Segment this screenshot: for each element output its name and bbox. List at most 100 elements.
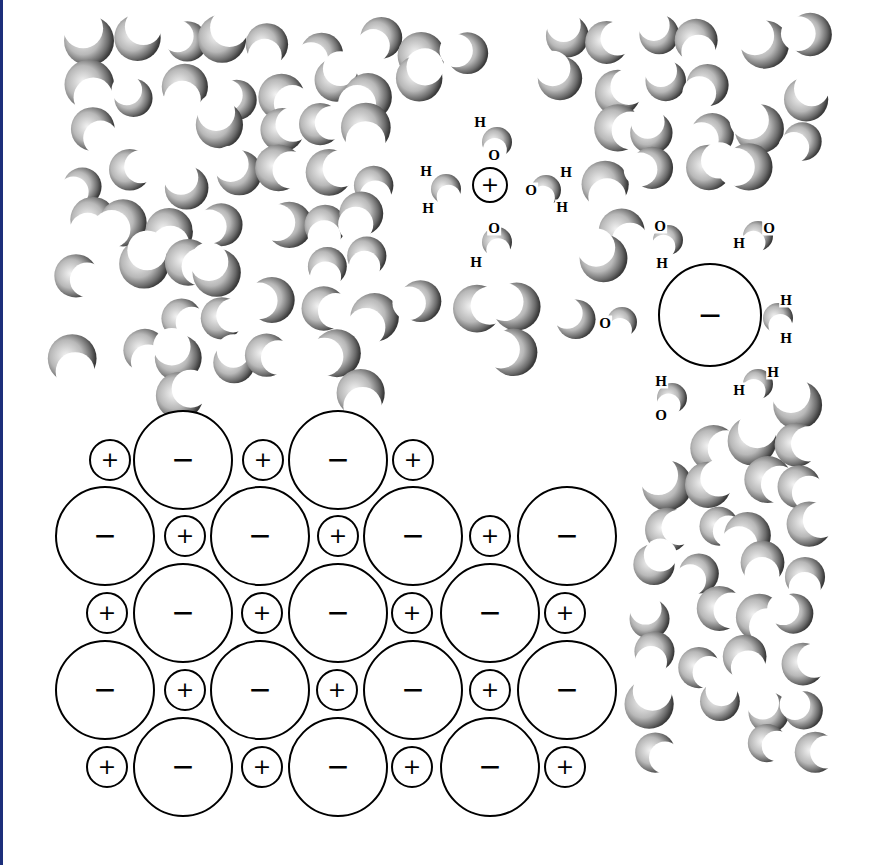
cation-circle: + xyxy=(86,746,128,788)
molecule-highlight xyxy=(56,352,95,391)
atom-label: O xyxy=(598,316,612,331)
cation-circle: + xyxy=(164,515,206,557)
atom-label: O xyxy=(654,408,668,423)
molecule-highlight xyxy=(217,334,250,367)
water-molecule xyxy=(246,23,288,73)
molecule-highlight xyxy=(791,426,826,461)
water-molecule xyxy=(258,202,312,248)
molecule-highlight xyxy=(551,297,583,329)
water-molecule xyxy=(192,203,242,246)
water-molecule xyxy=(630,105,672,154)
water-molecule xyxy=(638,9,679,54)
ion-charge: + xyxy=(328,679,346,701)
ion-charge: + xyxy=(481,679,499,701)
ion-charge: + xyxy=(176,525,194,547)
water-molecule xyxy=(439,32,488,74)
anion-circle: − xyxy=(288,563,388,663)
cation-circle: + xyxy=(391,746,433,788)
atom-label: H xyxy=(473,115,487,130)
water-molecule xyxy=(633,539,677,586)
molecule-highlight xyxy=(153,328,191,366)
water-molecule xyxy=(338,192,383,242)
molecule-highlight xyxy=(172,370,210,408)
water-molecule xyxy=(299,103,349,145)
molecule-highlight xyxy=(212,146,248,182)
molecule-highlight xyxy=(535,51,570,86)
molecule-highlight xyxy=(638,9,670,41)
anion-circle: − xyxy=(440,563,540,663)
atom-label: H xyxy=(655,256,669,271)
atom-label: H xyxy=(779,331,793,346)
molecule-highlight xyxy=(717,148,755,186)
ion-charge: + xyxy=(481,525,499,547)
molecule-highlight xyxy=(700,460,737,497)
molecule-highlight xyxy=(482,331,520,369)
ion-charge: − xyxy=(93,522,116,550)
molecule-highlight xyxy=(439,34,472,67)
anion-circle: − xyxy=(210,486,310,586)
water-molecule xyxy=(190,242,241,296)
cation-circle: + xyxy=(242,439,284,481)
ion-charge: − xyxy=(93,676,116,704)
molecule-highlight xyxy=(197,93,235,131)
water-molecule xyxy=(245,334,296,377)
ion-charge: − xyxy=(478,599,501,627)
cation-circle: + xyxy=(544,592,586,634)
atom-label: H xyxy=(555,200,569,215)
molecule-highlight xyxy=(486,238,510,262)
molecule-highlight xyxy=(63,8,103,48)
molecule-highlight xyxy=(762,731,793,762)
ion-charge: − xyxy=(555,676,578,704)
water-molecule xyxy=(577,228,628,282)
cation-circle: + xyxy=(472,167,509,204)
anion-circle: − xyxy=(363,640,463,740)
water-molecule xyxy=(741,541,785,592)
molecule-highlight xyxy=(645,55,677,87)
water-molecule xyxy=(196,93,243,148)
molecule-highlight xyxy=(638,455,678,495)
ion-charge: − xyxy=(248,676,271,704)
molecule-highlight xyxy=(746,687,779,720)
water-molecule xyxy=(795,732,843,773)
water-molecule xyxy=(630,593,670,639)
atom-label: H xyxy=(766,365,780,380)
water-molecule xyxy=(787,502,839,547)
water-molecule xyxy=(212,146,261,196)
water-molecule xyxy=(163,160,208,210)
water-molecule xyxy=(535,51,582,101)
ion-charge: − xyxy=(401,522,424,550)
water-molecule xyxy=(302,286,354,330)
molecule-highlight xyxy=(273,151,311,189)
molecule-highlight xyxy=(794,71,829,106)
ion-charge: − xyxy=(401,676,424,704)
anion-circle: − xyxy=(517,640,617,740)
molecule-highlight xyxy=(738,409,777,448)
water-molecule xyxy=(551,297,596,339)
water-molecule xyxy=(717,143,773,190)
ion-charge: − xyxy=(326,446,349,474)
water-molecule xyxy=(241,277,295,323)
ion-charge: + xyxy=(403,756,421,778)
anion-circle: − xyxy=(133,410,233,510)
molecule-highlight xyxy=(767,593,799,625)
water-molecule xyxy=(767,593,813,634)
molecule-highlight xyxy=(797,643,831,677)
cation-circle: + xyxy=(469,669,511,711)
water-molecule xyxy=(700,674,740,721)
molecule-highlight xyxy=(93,210,131,248)
water-molecule xyxy=(582,161,629,216)
molecule-highlight xyxy=(127,230,167,270)
water-molecule xyxy=(781,13,832,56)
water-molecule xyxy=(48,334,97,391)
water-molecule xyxy=(748,724,792,762)
molecule-highlight xyxy=(485,283,523,321)
molecule-highlight xyxy=(124,150,157,183)
ion-charge: − xyxy=(326,753,349,781)
cation-circle: + xyxy=(469,515,511,557)
molecule-highlight xyxy=(624,153,658,187)
water-molecule xyxy=(54,254,104,297)
molecule-highlight xyxy=(771,374,810,413)
water-molecules xyxy=(48,8,843,774)
molecule-highlight xyxy=(778,132,809,163)
water-molecule xyxy=(645,55,686,101)
